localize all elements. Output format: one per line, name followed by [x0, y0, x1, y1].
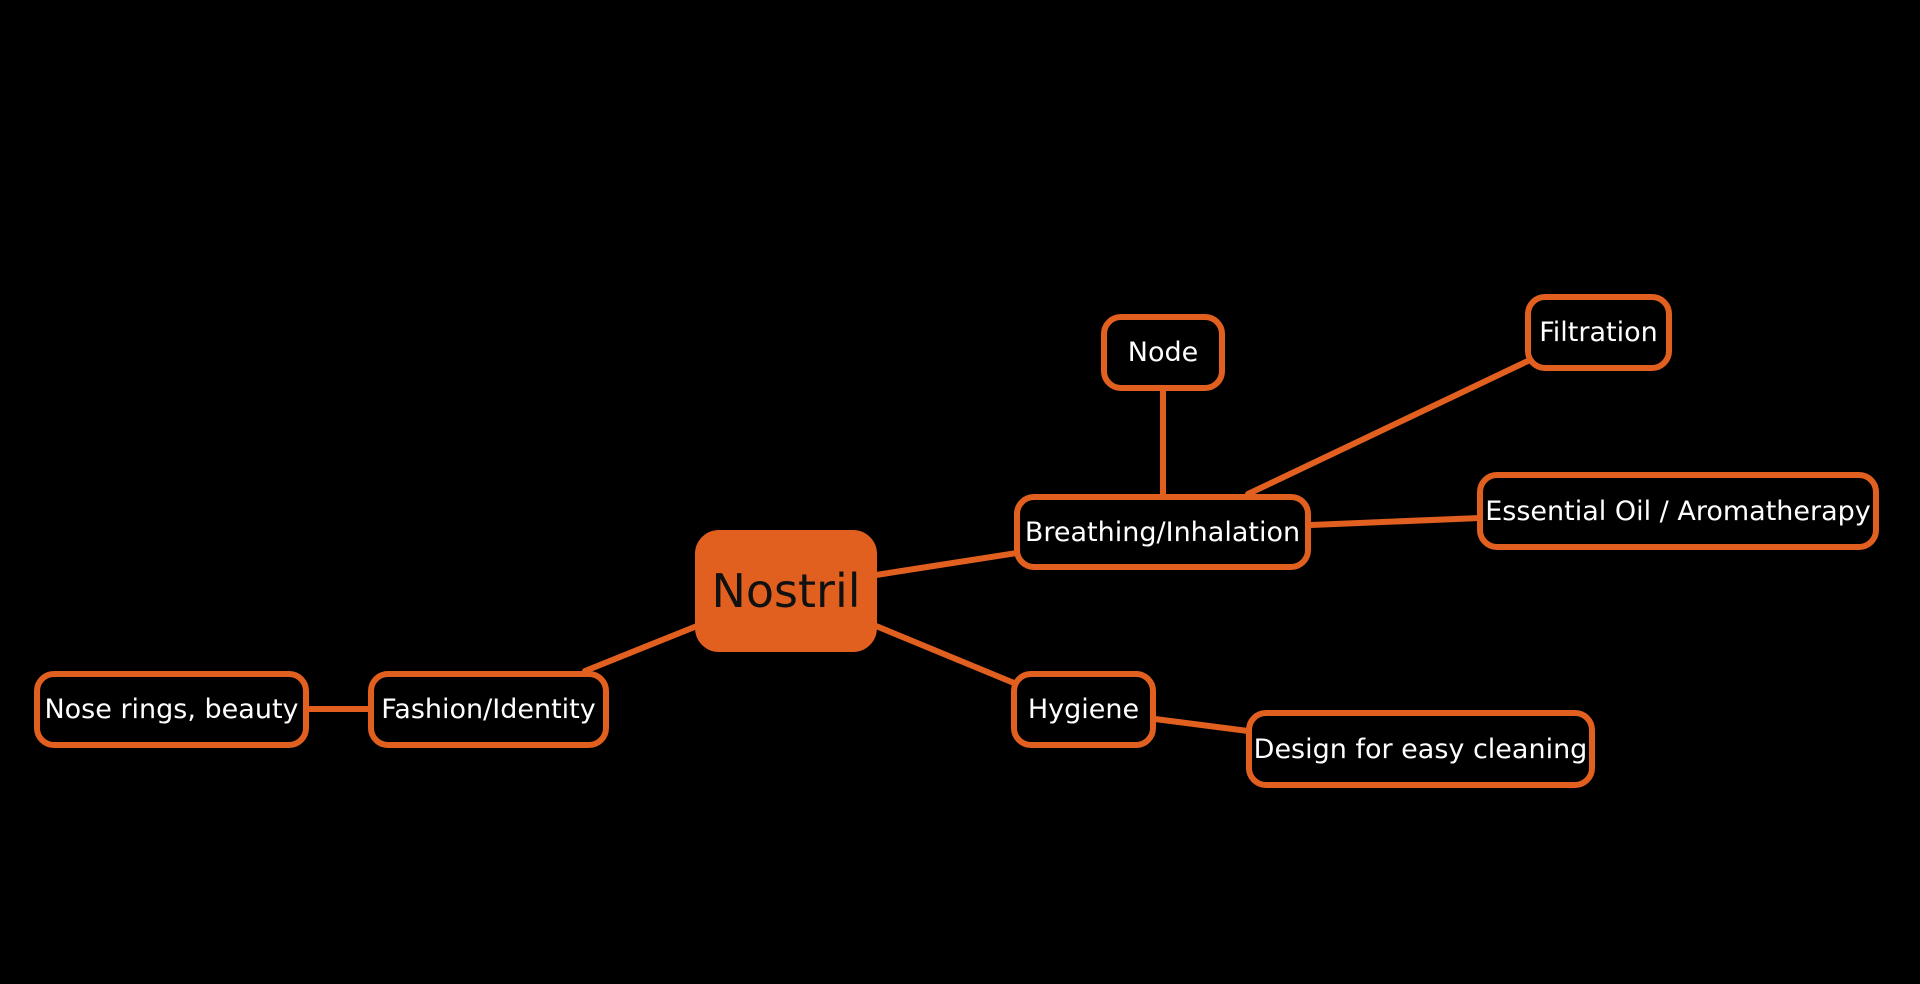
node-hygiene[interactable]: Hygiene [1011, 671, 1156, 748]
node-design-for-easy-cleaning[interactable]: Design for easy cleaning [1246, 710, 1595, 788]
node-fashion-identity[interactable]: Fashion/Identity [368, 671, 609, 748]
node-label: Breathing/Inhalation [1024, 516, 1301, 548]
edge-breathing-essential [1308, 515, 1483, 528]
node-label: Design for easy cleaning [1253, 733, 1588, 765]
node-nose-rings-beauty[interactable]: Nose rings, beauty [34, 671, 309, 748]
edge-nostril-hygiene [873, 623, 1017, 686]
node-node[interactable]: Node [1101, 314, 1225, 391]
node-label: Nose rings, beauty [44, 694, 299, 725]
node-label: Essential Oil / Aromatherapy [1485, 495, 1871, 527]
edge-hygiene-cleaning [1152, 716, 1251, 734]
node-filtration[interactable]: Filtration [1525, 294, 1672, 371]
root-node-nostril[interactable]: Nostril [695, 530, 877, 652]
node-label: Hygiene [1027, 694, 1140, 725]
edge-nostril-fashion [582, 623, 700, 674]
node-label: Fashion/Identity [381, 694, 596, 725]
node-label: Filtration [1539, 317, 1658, 348]
node-label: Nostril [711, 564, 861, 618]
node-essential-oil-aromatherapy[interactable]: Essential Oil / Aromatherapy [1477, 472, 1879, 550]
edge-nostril-breathing [873, 550, 1020, 578]
node-label: Node [1127, 337, 1199, 368]
edge-breathing-filtration [1245, 357, 1533, 497]
node-breathing-inhalation[interactable]: Breathing/Inhalation [1014, 494, 1311, 570]
